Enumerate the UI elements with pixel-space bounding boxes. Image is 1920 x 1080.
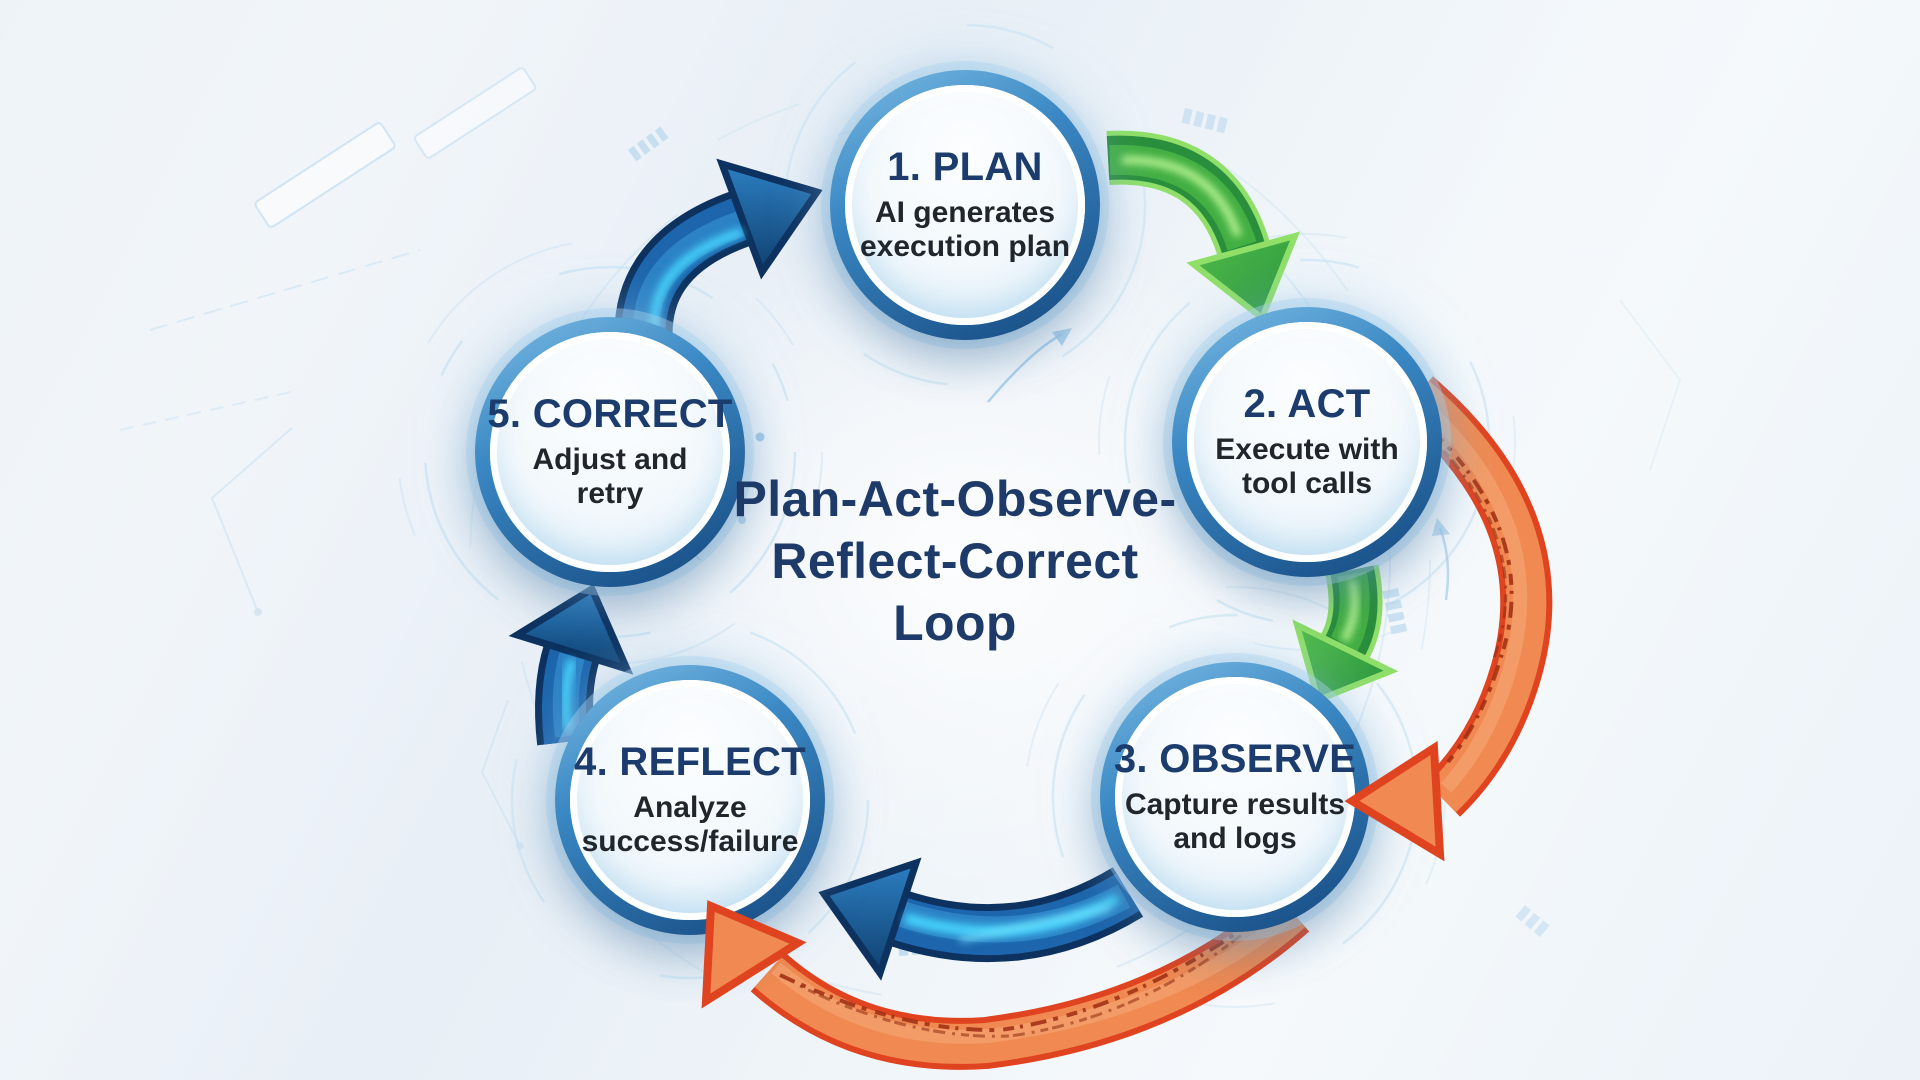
node-reflect-subtitle: Analyze success/failure [582, 791, 799, 859]
scribble-annotation [779, 913, 1264, 1033]
node-plan-body: 1. PLAN AI generates execution plan [845, 85, 1085, 325]
node-act-subtitle: Execute with tool calls [1215, 433, 1398, 501]
node-plan-subtitle-line: execution plan [859, 230, 1071, 264]
decor-ghost-panels [254, 67, 537, 228]
node-observe-title: 3. OBSERVE [1113, 736, 1357, 781]
node-act-subtitle-line: Execute with [1215, 432, 1399, 466]
node-reflect-body: 4. REFLECT Analyze success/failure [570, 680, 810, 920]
node-correct-subtitle-line: retry [576, 477, 644, 511]
node-correct-subtitle-line: Adjust and [532, 442, 688, 476]
scribble-annotation [1436, 442, 1508, 659]
arrow-observe-to-reflect [818, 857, 1144, 981]
node-plan: 1. PLAN AI generates execution plan [830, 70, 1100, 340]
node-observe-body: 3. OBSERVE Capture results and logs [1113, 677, 1357, 917]
node-act-body: 2. ACT Execute with tool calls [1187, 322, 1427, 562]
scribble-annotation [799, 926, 1251, 1038]
node-plan-title: 1. PLAN [887, 144, 1043, 189]
node-correct-body: 5. CORRECT Adjust and retry [487, 332, 733, 572]
node-observe: 3. OBSERVE Capture results and logs [1100, 662, 1370, 932]
node-act-title: 2. ACT [1243, 381, 1371, 426]
arrow-observe-to-reflect-outer-return [750, 892, 1310, 1070]
node-act-subtitle-line: tool calls [1241, 467, 1373, 501]
arrow-act-to-observe [1292, 564, 1399, 705]
center-title-line: Plan-Act-Observe- [733, 471, 1177, 527]
node-correct-title: 5. CORRECT [487, 391, 733, 436]
node-correct-subtitle: Adjust and retry [533, 443, 688, 511]
scribble-annotation [1430, 428, 1514, 764]
node-observe-subtitle-line: Capture results [1124, 787, 1346, 821]
arrow-plan-to-act [1106, 130, 1301, 323]
node-observe-subtitle: Capture results and logs [1125, 788, 1345, 856]
node-reflect-subtitle-line: Analyze [633, 790, 747, 824]
center-title-line: Reflect-Correct [771, 533, 1139, 589]
node-observe-subtitle-line: and logs [1173, 822, 1297, 856]
node-plan-subtitle-line: AI generates [874, 195, 1056, 229]
center-title-line: Loop [893, 595, 1017, 651]
center-title: Plan-Act-Observe- Reflect-Correct Loop [640, 468, 1270, 654]
node-reflect-subtitle-line: success/failure [581, 825, 799, 859]
node-plan-subtitle: AI generates execution plan [860, 196, 1070, 264]
node-act: 2. ACT Execute with tool calls [1172, 307, 1442, 577]
node-correct: 5. CORRECT Adjust and retry [475, 317, 745, 587]
node-reflect-title: 4. REFLECT [574, 739, 806, 784]
node-reflect: 4. REFLECT Analyze success/failure [555, 665, 825, 935]
